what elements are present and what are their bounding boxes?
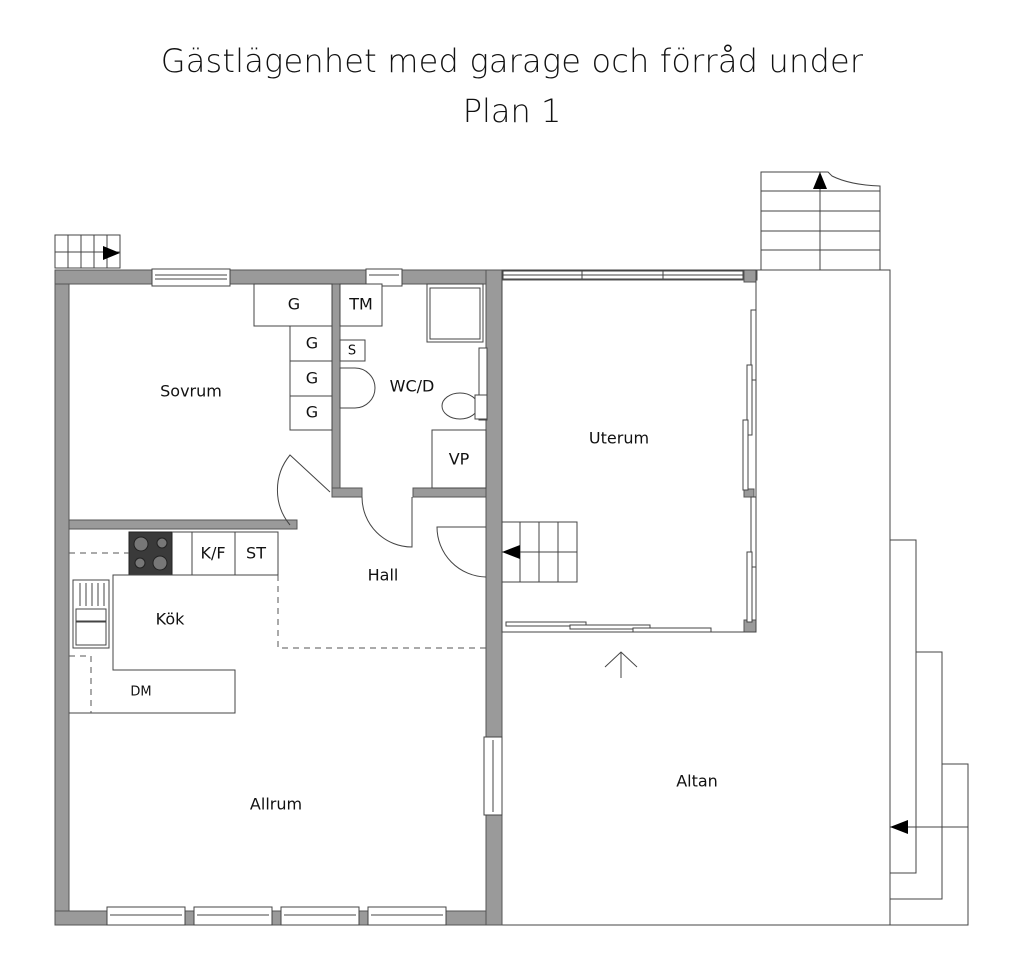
s-label: S <box>348 344 356 359</box>
sink-icon <box>72 579 110 649</box>
room-label-sovrum: Sovrum <box>160 382 222 401</box>
stairs-top-right <box>760 171 881 271</box>
wardrobe-label: G <box>306 403 318 422</box>
deck-outline <box>501 269 891 926</box>
stairs-right <box>890 539 969 926</box>
wardrobes <box>253 283 333 431</box>
windows <box>106 268 757 926</box>
dishwasher-label: DM <box>130 685 151 700</box>
direction-arrow-icon <box>103 246 120 260</box>
kitchen-fixtures <box>69 531 486 714</box>
stairs-top-left <box>54 234 121 269</box>
direction-arrow-icon <box>813 172 827 189</box>
wardrobe-label: G <box>288 295 300 314</box>
room-label-uterum: Uterum <box>589 429 649 448</box>
room-label-kok: Kök <box>156 610 185 629</box>
wardrobe-label: G <box>306 334 318 353</box>
direction-arrow-icon <box>890 820 908 834</box>
fridge-freezer-label: K/F <box>200 544 225 563</box>
entrance-arrow-icon <box>604 651 638 678</box>
room-label-allrum: Allrum <box>250 795 302 814</box>
walls <box>54 269 758 926</box>
direction-arrow-icon <box>502 545 520 559</box>
wardrobe-label: G <box>306 369 318 388</box>
plan-subtitle: Plan 1 <box>462 92 562 130</box>
stove-icon <box>128 531 173 576</box>
room-label-wc: WC/D <box>390 377 435 396</box>
shower-icon <box>426 283 484 343</box>
sink-icon <box>339 367 376 409</box>
water-heater-label: VP <box>449 450 470 469</box>
room-label-altan: Altan <box>676 772 718 791</box>
washing-machine-label: TM <box>348 295 373 314</box>
toilet-icon <box>441 392 479 420</box>
doors <box>277 454 487 578</box>
storage-label: ST <box>246 544 266 563</box>
plan-title: Gästlägenhet med garage och förråd under <box>160 42 864 80</box>
stairs-uterum <box>501 521 578 583</box>
bathroom-fixtures <box>339 283 488 489</box>
room-label-hall: Hall <box>368 566 399 585</box>
